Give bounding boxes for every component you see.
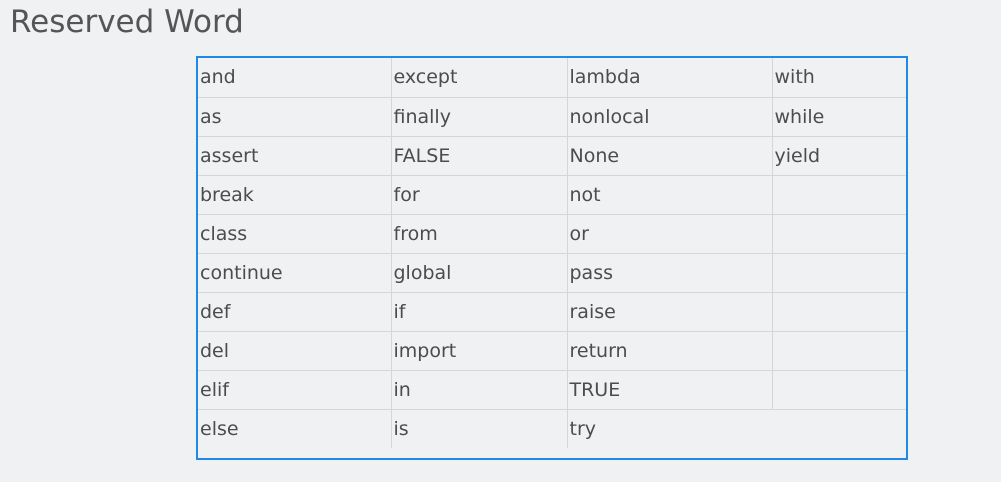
table-cell-empty: [772, 331, 906, 371]
table-cell: TRUE: [567, 370, 773, 410]
table-cell: def: [198, 292, 392, 332]
table-cell: return: [567, 331, 773, 371]
table-cell: as: [198, 97, 392, 137]
table-cell: assert: [198, 136, 392, 176]
table-cell: raise: [567, 292, 773, 332]
table-cell: pass: [567, 253, 773, 293]
table-cell: FALSE: [391, 136, 568, 176]
table-cell: with: [772, 58, 906, 98]
table-cell-empty: [772, 370, 906, 410]
table-cell: del: [198, 331, 392, 371]
table-cell: for: [391, 175, 568, 215]
table-cell-empty: [772, 253, 906, 293]
table-cell: or: [567, 214, 773, 254]
table-cell: except: [391, 58, 568, 98]
table-cell: try: [569, 417, 597, 440]
table-cell-empty: [772, 292, 906, 332]
table-cell-empty: [772, 214, 906, 254]
table-cell-empty: [772, 175, 906, 215]
table-cell: None: [567, 136, 773, 176]
table-cell: while: [772, 97, 906, 137]
table-cell: lambda: [567, 58, 773, 98]
table-cell-empty: [772, 409, 906, 448]
table-cell: break: [198, 175, 392, 215]
table-cell: finally: [391, 97, 568, 137]
table-cell: elif: [198, 370, 392, 410]
table-cell: from: [391, 214, 568, 254]
table-cell: is: [391, 409, 568, 448]
table-cell: not: [567, 175, 773, 215]
table-cell: if: [391, 292, 568, 332]
table-cell: import: [391, 331, 568, 371]
table-cell: and: [198, 58, 392, 98]
table-cell: else: [198, 409, 392, 448]
table-cell: class: [198, 214, 392, 254]
table-cell: global: [391, 253, 568, 293]
table-cell: in: [391, 370, 568, 410]
table-cell: continue: [198, 253, 392, 293]
page-title: Reserved Word: [10, 4, 244, 40]
table-cell: yield: [772, 136, 906, 176]
table-cell: nonlocal: [567, 97, 773, 137]
